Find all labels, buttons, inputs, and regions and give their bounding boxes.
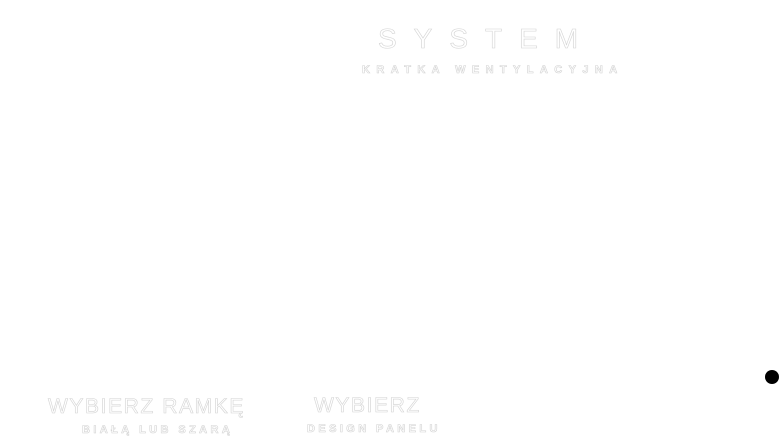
dot-indicator-icon[interactable] [765, 370, 779, 384]
choose-frame-subtitle[interactable]: BIAŁĄ LUB SZARĄ [82, 424, 234, 437]
choose-frame-title[interactable]: WYBIERZ RAMKĘ [48, 395, 245, 419]
system-title: SYSTEM [378, 23, 596, 55]
choose-panel-subtitle[interactable]: DESIGN PANELU [307, 423, 441, 436]
choose-panel-title[interactable]: WYBIERZ [314, 394, 421, 418]
system-subtitle: KRATKA WENTYLACYJNA [362, 64, 624, 77]
